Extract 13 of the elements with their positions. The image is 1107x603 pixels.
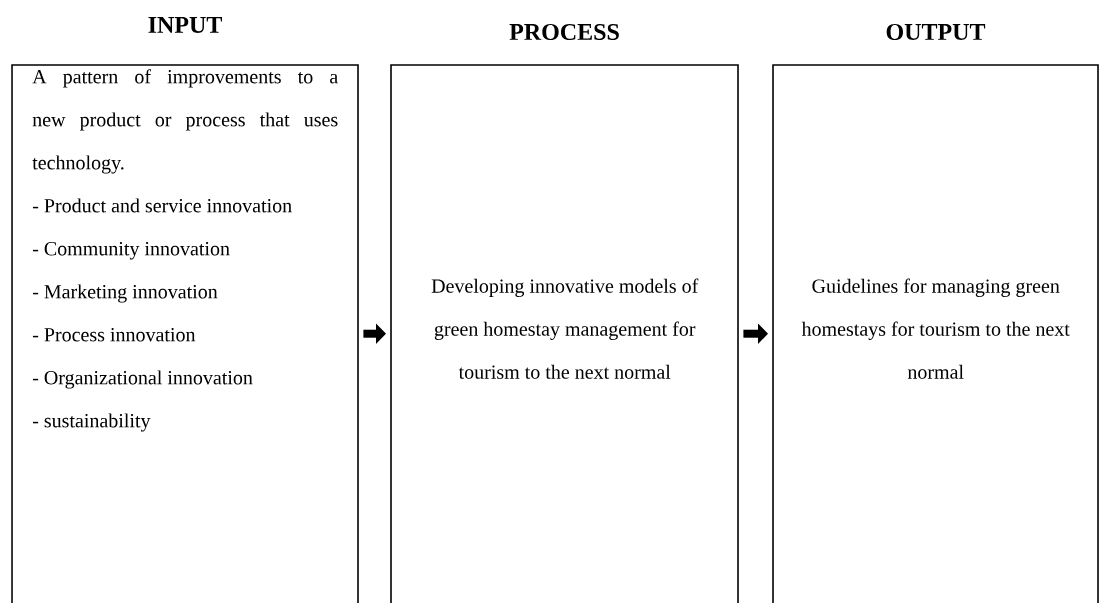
column-heading: INPUT [148,17,222,33]
node-label: A pattern of improvements to a new product or process that uses technology. [32,69,338,174]
node-label: - Process innovation [32,328,196,342]
node-label: - Community innovation [32,242,230,260]
column-box: A pattern of improvements to a new product or process that uses technology. - Product and service innovation - Community innovation - Marketing innovation - Process innovation - Organizational innovation - sustainability [11,64,359,603]
column-heading: OUTPUT [886,23,986,41]
node-label: - sustainability [32,413,151,432]
column-box: Guidelines for managing green homestays for tourism to the next normal [772,64,1099,603]
node-label: - Organizational innovation [32,370,253,389]
node-label: - Product and service innovation [32,198,292,213]
column-heading: PROCESS [509,23,619,41]
node-label: - Marketing innovation [32,284,218,303]
column-box: Developing innovative models of green homestay management for tourism to the next normal [390,64,739,603]
